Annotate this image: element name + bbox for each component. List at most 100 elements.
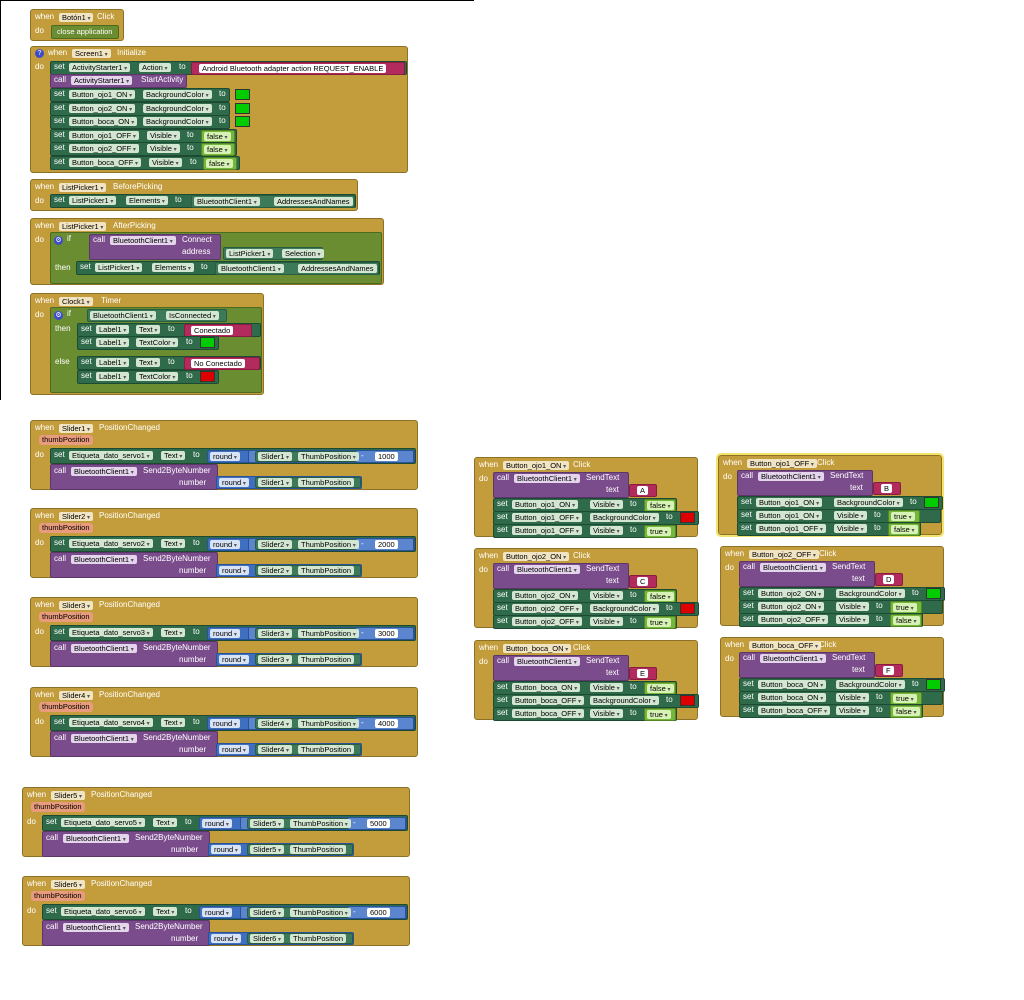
getter-block[interactable]: BluetoothClient1 IsConnected bbox=[87, 309, 227, 322]
set-label-text-block[interactable]: set Label1 Text to No Conectado bbox=[77, 356, 261, 370]
text-string-block[interactable]: B bbox=[873, 482, 901, 495]
component-dropdown[interactable]: ListPicker1 bbox=[59, 183, 107, 192]
slider2-positionchanged-block[interactable]: when Slider2 PositionChanged thumbPositi… bbox=[30, 508, 418, 578]
boolean-dropdown[interactable]: false bbox=[204, 131, 231, 141]
text-string-block[interactable]: Android Bluetooth adapter action REQUEST… bbox=[191, 62, 405, 75]
component-dropdown[interactable]: BluetoothClient1 bbox=[760, 563, 826, 572]
property-dropdown[interactable]: Visible bbox=[836, 693, 869, 702]
round-dropdown[interactable]: round bbox=[211, 933, 241, 943]
property-dropdown[interactable]: Visible bbox=[590, 500, 623, 509]
color-green-swatch[interactable] bbox=[200, 337, 215, 348]
round-block[interactable]: round Slider4 ThumbPosition bbox=[216, 743, 362, 756]
listpicker1-afterpicking-block[interactable]: when ListPicker1 AfterPicking do ⚙ if th… bbox=[30, 218, 384, 285]
property-dropdown[interactable]: ThumbPosition bbox=[298, 540, 359, 549]
property-dropdown[interactable]: Visible bbox=[590, 617, 623, 626]
property-dropdown[interactable]: BackgroundColor bbox=[836, 589, 905, 598]
color-red-swatch[interactable] bbox=[200, 371, 215, 382]
call-send2bytenumber-block[interactable]: call BluetoothClient1 Send2ByteNumber nu… bbox=[42, 920, 210, 946]
component-dropdown[interactable]: Slider4 bbox=[59, 691, 94, 700]
thumbposition-parameter[interactable]: thumbPosition bbox=[39, 523, 93, 533]
component-dropdown[interactable]: Button_boca_OFF bbox=[512, 709, 584, 718]
property-dropdown[interactable]: Text bbox=[153, 818, 178, 827]
set-visible-block[interactable]: set Button_ojo2_OFF Visible to false bbox=[50, 142, 237, 156]
property-dropdown[interactable]: IsConnected bbox=[166, 310, 219, 320]
set-label-textcolor-block[interactable]: set Label1 TextColor to bbox=[77, 370, 219, 384]
set-label-text-block[interactable]: set Etiqueta_dato_servo1 Text to round S… bbox=[50, 448, 416, 464]
component-dropdown[interactable]: Etiqueta_dato_servo6 bbox=[61, 907, 145, 916]
getter-block[interactable]: Slider5 ThumbPosition bbox=[247, 844, 353, 855]
property-dropdown[interactable]: Text bbox=[161, 628, 186, 637]
property-dropdown[interactable]: Visible bbox=[836, 706, 869, 715]
component-dropdown[interactable]: Etiqueta_dato_servo3 bbox=[69, 628, 153, 637]
round-block[interactable]: round Slider5 ThumbPosition bbox=[208, 843, 354, 856]
component-dropdown[interactable]: Button_ojo2_ON bbox=[758, 589, 825, 598]
slider4-positionchanged-block[interactable]: when Slider4 PositionChanged thumbPositi… bbox=[30, 687, 418, 757]
component-dropdown[interactable]: Button_boca_ON bbox=[503, 644, 572, 653]
boolean-dropdown[interactable]: true bbox=[647, 617, 671, 627]
property-dropdown[interactable]: BackgroundColor bbox=[590, 696, 659, 705]
number-value[interactable]: 6000 bbox=[367, 908, 390, 917]
if-else-block[interactable]: ⚙ if BluetoothClient1 IsConnected then s… bbox=[50, 307, 262, 393]
property-dropdown[interactable]: Elements bbox=[152, 263, 194, 272]
property-dropdown[interactable]: Text bbox=[136, 325, 161, 334]
subtract-block[interactable]: Slider4 ThumbPosition - 4000 bbox=[248, 717, 414, 730]
component-dropdown[interactable]: Label1 bbox=[96, 325, 130, 334]
property-dropdown[interactable]: Visible bbox=[590, 683, 623, 692]
component-dropdown[interactable]: Slider3 bbox=[258, 655, 293, 664]
round-block[interactable]: round Slider2 ThumbPosition bbox=[216, 564, 362, 577]
property-dropdown[interactable]: Visible bbox=[147, 144, 180, 153]
number-value[interactable]: 2000 bbox=[375, 540, 398, 549]
component-dropdown[interactable]: BluetoothClient1 bbox=[90, 310, 156, 320]
round-block[interactable]: round Slider1 ThumbPosition bbox=[216, 476, 362, 489]
component-dropdown[interactable]: Slider4 bbox=[258, 745, 293, 754]
component-dropdown[interactable]: Slider1 bbox=[59, 424, 94, 433]
component-dropdown[interactable]: Button_boca_ON bbox=[758, 680, 827, 689]
set-label-text-block[interactable]: set Label1 Text to Conectado bbox=[77, 323, 261, 337]
getter-block[interactable]: Slider3 ThumbPosition bbox=[255, 654, 361, 665]
property-dropdown[interactable]: ThumbPosition bbox=[290, 934, 347, 943]
property-dropdown[interactable]: BackgroundColor bbox=[143, 104, 212, 113]
text-string-block[interactable]: D bbox=[875, 573, 903, 586]
round-dropdown[interactable]: round bbox=[219, 744, 249, 754]
set-label-text-block[interactable]: set Etiqueta_dato_servo5 Text to round S… bbox=[42, 815, 408, 831]
component-dropdown[interactable]: Button_ojo2_OFF bbox=[512, 617, 582, 626]
property-dropdown[interactable]: Text bbox=[161, 539, 186, 548]
property-dropdown[interactable]: TextColor bbox=[136, 338, 179, 347]
property-dropdown[interactable]: ThumbPosition bbox=[298, 452, 359, 461]
component-dropdown[interactable]: BluetoothClient1 bbox=[110, 236, 176, 245]
getter-block[interactable]: Slider4 ThumbPosition bbox=[255, 718, 359, 729]
property-dropdown[interactable]: Visible bbox=[590, 591, 623, 600]
getter-block[interactable]: Slider1 ThumbPosition bbox=[255, 477, 361, 488]
property-dropdown[interactable]: BackgroundColor bbox=[143, 90, 212, 99]
component-dropdown[interactable]: Label1 bbox=[96, 358, 130, 367]
boolean-block[interactable]: false bbox=[644, 682, 676, 695]
component-dropdown[interactable]: ListPicker1 bbox=[59, 222, 107, 231]
set-action-block[interactable]: set ActivityStarter1 Action to Android B… bbox=[50, 61, 407, 75]
component-dropdown[interactable]: Button_ojo2_ON bbox=[503, 552, 570, 561]
getter-block[interactable]: Slider2 ThumbPosition bbox=[255, 565, 361, 576]
component-dropdown[interactable]: Slider5 bbox=[51, 791, 86, 800]
set-label-textcolor-block[interactable]: set Label1 TextColor to bbox=[77, 336, 219, 350]
component-dropdown[interactable]: Slider4 bbox=[258, 719, 293, 728]
component-dropdown[interactable]: Button_boca_ON bbox=[512, 683, 581, 692]
property-dropdown[interactable]: Visible bbox=[836, 602, 869, 611]
component-dropdown[interactable]: BluetoothClient1 bbox=[71, 734, 137, 743]
call-sendtext-block[interactable]: call BluetoothClient1 SendText text bbox=[493, 472, 629, 498]
component-dropdown[interactable]: Label1 bbox=[96, 372, 130, 381]
component-dropdown[interactable]: Etiqueta_dato_servo1 bbox=[69, 451, 153, 460]
boolean-block[interactable]: true bbox=[644, 616, 676, 629]
component-dropdown[interactable]: BluetoothClient1 bbox=[514, 565, 580, 574]
text-string-block[interactable]: No Conectado bbox=[184, 357, 260, 370]
property-dropdown[interactable]: BackgroundColor bbox=[590, 604, 659, 613]
boolean-block[interactable]: true bbox=[644, 708, 676, 721]
color-red-swatch[interactable] bbox=[680, 512, 695, 523]
component-dropdown[interactable]: BluetoothClient1 bbox=[514, 474, 580, 483]
button_ojo2_on-click-block[interactable]: when Button_ojo2_ON Click do call Blueto… bbox=[474, 548, 699, 629]
component-dropdown[interactable]: Screen1 bbox=[72, 49, 111, 58]
boolean-block[interactable]: false bbox=[888, 523, 920, 536]
component-dropdown[interactable]: Button_ojo2_OFF bbox=[512, 604, 582, 613]
